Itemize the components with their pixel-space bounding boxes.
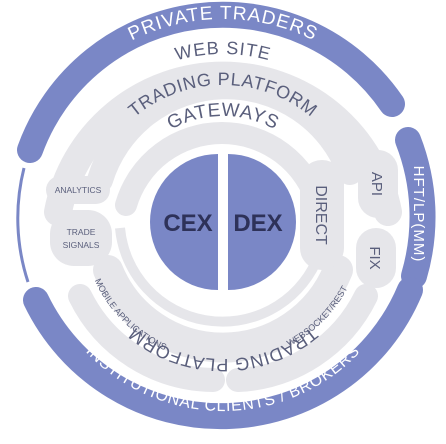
- websocket-rest-band: [226, 284, 378, 392]
- trading-platform-bottom-band: [93, 255, 353, 363]
- dex-half: [228, 154, 296, 290]
- mobile-applications-band: [68, 284, 225, 392]
- outer-ring-right-segment: [395, 127, 436, 289]
- direct-label: DIRECT: [312, 185, 329, 245]
- outer-ring-top-segment: [17, 1, 405, 163]
- web-site-label: WEB SITE: [173, 38, 273, 64]
- ring-gateways: [115, 122, 344, 327]
- outer-ring-left-connector: [16, 167, 30, 283]
- api-pill: [358, 150, 398, 218]
- dex-label: DEX: [233, 210, 282, 237]
- hft-label: HFT/LP(MM): [410, 166, 427, 263]
- fix-pill: [356, 228, 396, 288]
- direct-pill: [300, 160, 344, 270]
- ring-trading: [46, 73, 398, 363]
- gateways-band: [115, 122, 329, 216]
- fix-label: FIX: [366, 246, 383, 269]
- core: [150, 154, 296, 290]
- trading-platform-top-band: [87, 73, 363, 193]
- outer-ring-bottom-segment: [23, 277, 423, 430]
- outer-ring: [16, 1, 436, 430]
- cex-half: [150, 154, 218, 290]
- analytics-pill: [46, 176, 110, 204]
- api-label: API: [368, 172, 385, 196]
- analytics-label: ANALYTICS: [55, 185, 102, 195]
- trade-signals-line2: SIGNALS: [63, 240, 100, 250]
- gateways-inner-ring: [115, 227, 321, 327]
- cex-label: CEX: [163, 210, 212, 237]
- trade-signals-line1: TRADE: [67, 227, 96, 237]
- trade-signals-pill: [50, 210, 112, 266]
